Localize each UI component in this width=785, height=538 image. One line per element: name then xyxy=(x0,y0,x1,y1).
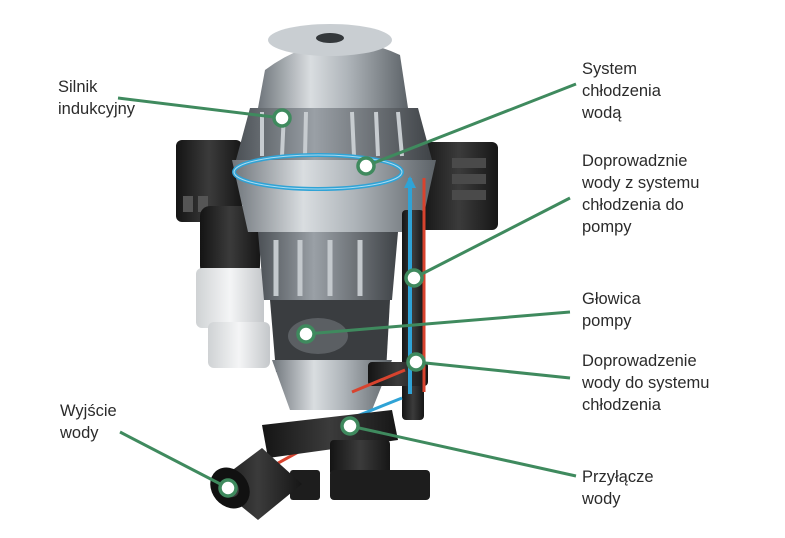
label-pump-head: Głowica pompy xyxy=(582,290,641,330)
motor-housing xyxy=(232,153,436,300)
label-water-connector: Przyłącze wody xyxy=(582,468,654,508)
label-water-outlet: Wyjście wody xyxy=(60,402,117,442)
label-induction-motor: Silnik indukcyjny xyxy=(58,78,136,118)
left-connector xyxy=(176,140,242,222)
bottom-fittings xyxy=(262,410,430,500)
label-coolant-supply-to-pump: Doprowadznie wody z systemu chłodzenia d… xyxy=(582,152,700,236)
callout-markers xyxy=(218,108,426,498)
pump-head xyxy=(270,300,392,410)
left-filter xyxy=(196,206,270,368)
callout-lines xyxy=(117,82,577,490)
label-water-cooling-system: System chłodzenia wodą xyxy=(582,60,661,122)
right-connector xyxy=(420,142,498,230)
label-water-supply-to-cooling: Doprowadzenie wody do systemu chłodzenia xyxy=(582,352,710,414)
motor-cap xyxy=(236,24,432,160)
